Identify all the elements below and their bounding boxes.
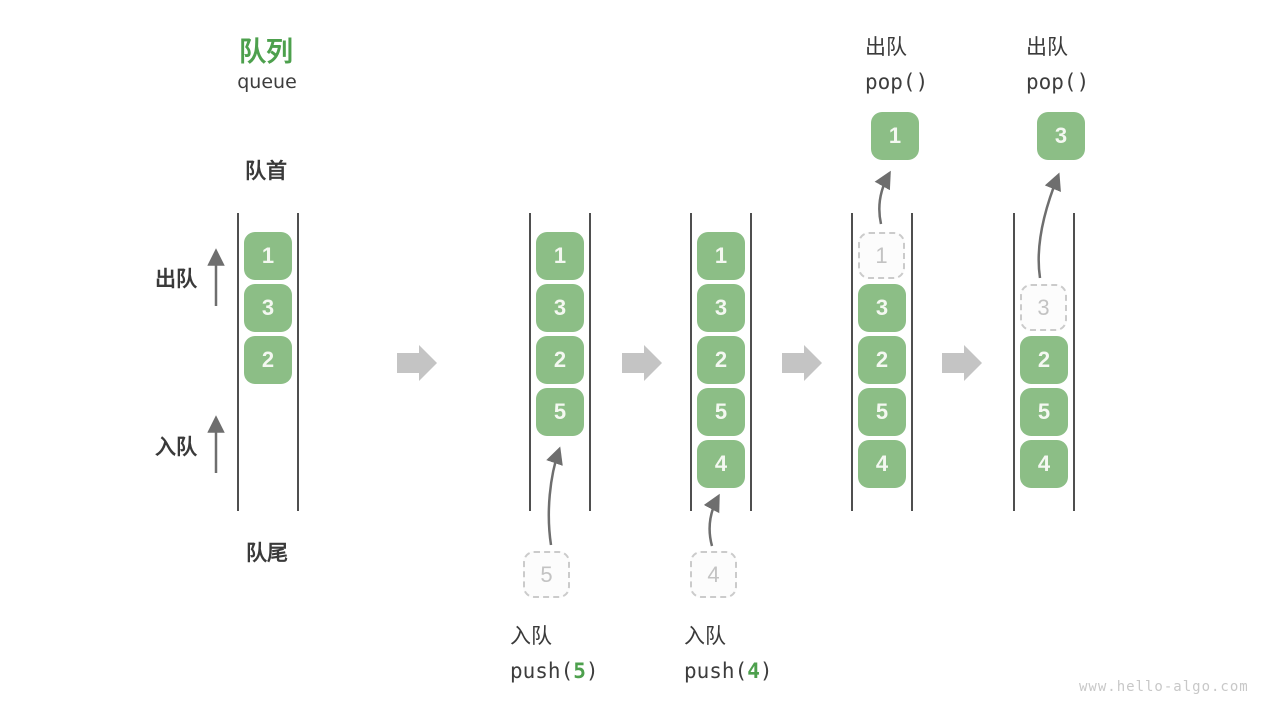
popped-item-box: 1 (871, 112, 919, 160)
push4-operation-label: 入队 push(4) (684, 620, 773, 683)
push-arrow-icon (703, 493, 720, 547)
queue-wall-line (1073, 213, 1075, 511)
removed-item-ghost-box: 3 (1020, 284, 1067, 331)
push5-operation-label: 入队 push(5) (510, 620, 599, 683)
queue-rear-label: 队尾 (246, 542, 288, 565)
queue-item-box: 3 (536, 284, 584, 332)
queue-item-box: 5 (536, 388, 584, 436)
push5-label-zh: 入队 (510, 625, 552, 648)
transition-arrow-icon (782, 345, 822, 381)
queue-item-box: 5 (858, 388, 906, 436)
popped-item-box: 3 (1037, 112, 1085, 160)
queue-item-box: 1 (536, 232, 584, 280)
push4-label-zh: 入队 (684, 625, 726, 648)
pop1-operation-label: 出队 pop() (865, 31, 928, 94)
pop1-label-zh: 出队 (865, 36, 907, 59)
enqueue-side-label: 入队 (155, 436, 197, 459)
pop2-operation-label: 出队 pop() (1026, 31, 1089, 94)
queue-item-box: 3 (858, 284, 906, 332)
queue-wall-line (911, 213, 913, 511)
queue-item-box: 2 (536, 336, 584, 384)
queue-wall-line (1013, 213, 1015, 511)
pop-arrow-icon (874, 170, 891, 225)
transition-arrow-icon (622, 345, 662, 381)
queue-item-box: 5 (1020, 388, 1068, 436)
pop2-code: pop() (1026, 70, 1090, 94)
dequeue-side-label: 出队 (155, 268, 197, 291)
pop1-code: pop() (865, 70, 929, 94)
queue-item-box: 2 (697, 336, 745, 384)
push5-code: push(5) (510, 659, 599, 683)
pop2-label-zh: 出队 (1026, 36, 1068, 59)
queue-item-box: 2 (244, 336, 292, 384)
diagram-subtitle: queue (237, 71, 297, 93)
queue-wall-line (529, 213, 531, 511)
queue-item-box: 3 (244, 284, 292, 332)
removed-item-ghost-box: 1 (858, 232, 905, 279)
queue-item-box: 1 (244, 232, 292, 280)
watermark: www.hello-algo.com (1079, 679, 1249, 695)
queue-item-box: 2 (858, 336, 906, 384)
queue-wall-line (750, 213, 752, 511)
queue-item-box: 1 (697, 232, 745, 280)
incoming-item-ghost-box: 5 (523, 551, 570, 598)
queue-item-box: 4 (858, 440, 906, 488)
queue-item-box: 5 (697, 388, 745, 436)
queue-item-box: 2 (1020, 336, 1068, 384)
diagram-title: 队列 (239, 37, 293, 67)
queue-item-box: 4 (1020, 440, 1068, 488)
push-arrow-icon (546, 446, 563, 546)
incoming-item-ghost-box: 4 (690, 551, 737, 598)
queue-front-label: 队首 (245, 160, 287, 183)
transition-arrow-icon (397, 345, 437, 381)
queue-wall-line (237, 213, 239, 511)
pop-arrow-icon (1037, 172, 1061, 279)
queue-item-box: 4 (697, 440, 745, 488)
push4-code: push(4) (684, 659, 773, 683)
queue-wall-line (589, 213, 591, 511)
queue-item-box: 3 (697, 284, 745, 332)
queue-wall-line (690, 213, 692, 511)
transition-arrow-icon (942, 345, 982, 381)
queue-wall-line (851, 213, 853, 511)
queue-wall-line (297, 213, 299, 511)
